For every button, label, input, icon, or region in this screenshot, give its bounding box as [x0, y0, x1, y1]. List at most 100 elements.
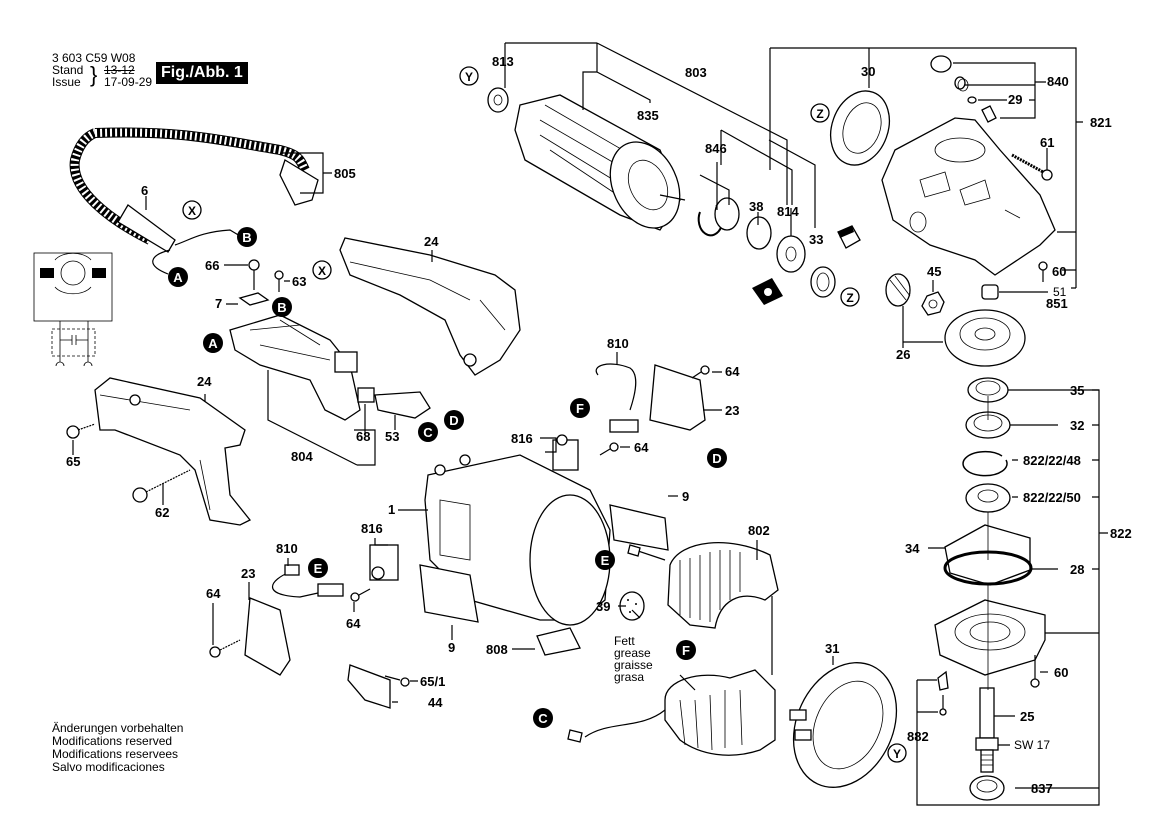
connector-marker-e-1: E — [308, 558, 328, 578]
label-835: 835 — [637, 108, 659, 123]
spindle-25[interactable] — [975, 687, 999, 773]
stand-label: Stand — [52, 63, 84, 77]
fan-baffle-31[interactable] — [774, 646, 916, 804]
brush-holder-816-bottom[interactable] — [369, 544, 399, 581]
label-64-bottom-left: 64 — [206, 586, 221, 601]
connector-marker-a-1: A — [168, 267, 188, 287]
svg-text:C: C — [423, 425, 433, 440]
label-23-top: 23 — [725, 403, 739, 418]
reference-marker-z-1: Z — [810, 103, 830, 123]
svg-text:B: B — [277, 300, 286, 315]
label-63: 63 — [292, 274, 306, 289]
screw-64-bottom-mid[interactable] — [350, 588, 371, 602]
screw-63[interactable] — [274, 270, 284, 292]
footer-note-de: Änderungen vorbehalten — [52, 721, 184, 735]
power-cord[interactable] — [69, 127, 319, 275]
armature-835[interactable] — [514, 94, 693, 239]
connector-marker-c-2: C — [533, 708, 553, 728]
label-1: 1 — [388, 502, 395, 517]
screw-64-mid[interactable] — [599, 442, 619, 456]
gear-housing-821[interactable] — [881, 117, 1056, 276]
reference-marker-x-1: X — [182, 200, 202, 220]
label-821: 821 — [1090, 115, 1112, 130]
clamp-7[interactable] — [238, 292, 270, 306]
footer-note-es: Salvo modificaciones — [52, 760, 165, 774]
label-822-22-48: 822/22/48 — [1023, 453, 1081, 468]
label-837: 837 — [1031, 781, 1053, 796]
flange-nut-837[interactable] — [969, 775, 1005, 801]
part-labels: 813 803 835 846 38 814 33 30 840 29 821 … — [66, 54, 1132, 796]
svg-text:C: C — [538, 711, 548, 726]
label-25: 25 — [1020, 709, 1034, 724]
ring-33[interactable] — [810, 266, 836, 298]
footer-note-en: Modifications reserved — [52, 734, 173, 748]
screw-65[interactable] — [66, 423, 96, 439]
screw-64-top[interactable] — [691, 365, 710, 379]
circlip-822-22-48[interactable] — [962, 450, 1008, 477]
label-813: 813 — [492, 54, 514, 69]
connector-marker-c-1: C — [418, 422, 438, 442]
crown-gear-26[interactable] — [944, 309, 1026, 367]
label-24-top: 24 — [424, 234, 439, 249]
brace-icon: } — [90, 62, 98, 87]
carbon-brush-810-bottom[interactable] — [272, 564, 344, 598]
label-9-top: 9 — [682, 489, 689, 504]
label-61: 61 — [1040, 135, 1054, 150]
label-803: 803 — [685, 65, 707, 80]
svg-text:Y: Y — [893, 747, 901, 761]
label-802: 802 — [748, 523, 770, 538]
bearing-flange-30[interactable] — [821, 83, 900, 174]
screw-62[interactable] — [132, 469, 191, 503]
screw-882[interactable] — [937, 670, 949, 716]
label-805: 805 — [334, 166, 356, 181]
label-62: 62 — [155, 505, 169, 520]
cable-clamp-44[interactable] — [347, 664, 410, 709]
label-68: 68 — [356, 429, 370, 444]
label-816-bottom: 816 — [361, 521, 383, 536]
spindle-lock-button-840[interactable] — [930, 55, 997, 123]
label-60-flange: 60 — [1054, 665, 1068, 680]
screw-60-flange[interactable] — [1030, 655, 1040, 688]
label-822-22-50: 822/22/50 — [1023, 490, 1081, 505]
svg-text:E: E — [314, 561, 323, 576]
label-804: 804 — [291, 449, 313, 464]
svg-text:Z: Z — [816, 107, 823, 121]
handle-housing-24[interactable] — [339, 237, 521, 376]
label-31: 31 — [825, 641, 839, 656]
pinion-26[interactable] — [885, 273, 911, 307]
label-6: 6 — [141, 183, 148, 198]
label-30: 30 — [861, 64, 875, 79]
nut-45[interactable] — [921, 291, 945, 316]
bearing-814[interactable] — [776, 235, 806, 273]
label-24-side: 24 — [197, 374, 212, 389]
auxiliary-handle-24[interactable] — [94, 377, 252, 526]
ring-38[interactable] — [746, 216, 772, 250]
svg-text:D: D — [712, 451, 721, 466]
bearing-813[interactable] — [487, 87, 509, 113]
stator-802-top[interactable] — [627, 542, 779, 629]
svg-text:B: B — [242, 230, 251, 245]
label-846: 846 — [705, 141, 727, 156]
label-65: 65 — [66, 454, 80, 469]
label-26: 26 — [896, 347, 910, 362]
screw-64-bottom-left[interactable] — [209, 639, 241, 658]
svg-text:grasa: grasa — [614, 670, 644, 684]
label-882: 882 — [907, 729, 929, 744]
connector-marker-d-1: D — [444, 410, 464, 430]
screw-60-housing[interactable] — [1038, 261, 1048, 282]
brush-cover-23-bottom[interactable] — [244, 597, 291, 676]
label-64-top: 64 — [725, 364, 740, 379]
svg-text:F: F — [682, 643, 690, 658]
label-64-bottom-mid: 64 — [346, 616, 361, 631]
nameplate-9-top — [609, 504, 669, 551]
washer-846[interactable] — [714, 197, 740, 231]
switch-assembly[interactable] — [229, 314, 431, 421]
carbon-brush-810-top[interactable] — [595, 363, 639, 433]
screw-66[interactable] — [248, 259, 260, 290]
bearing-822-22-50[interactable] — [965, 483, 1011, 513]
brush-holder-816-top[interactable] — [552, 434, 579, 471]
label-29: 29 — [1008, 92, 1022, 107]
bearing-flange-822[interactable] — [934, 599, 1046, 676]
sleeve-51[interactable] — [981, 284, 999, 300]
stator-802-bottom[interactable] — [567, 669, 776, 756]
